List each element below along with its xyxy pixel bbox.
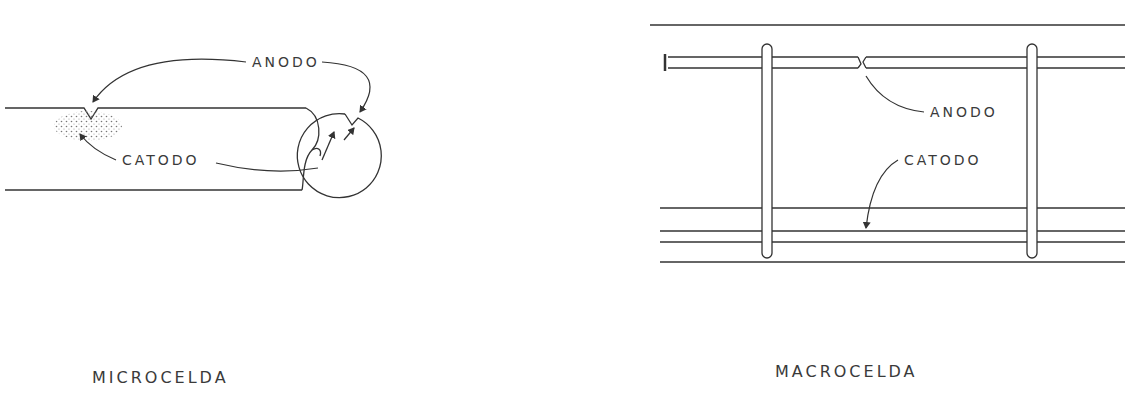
figure-caption: MACROCELDA bbox=[775, 362, 918, 381]
pipe-section bbox=[297, 114, 381, 198]
rebar-drawing bbox=[650, 25, 1125, 262]
anode-label: ANODO bbox=[930, 104, 998, 121]
corrosion-stipple bbox=[54, 111, 122, 141]
cathode-label: CATODO bbox=[122, 152, 200, 169]
anode-label: ANODO bbox=[252, 54, 320, 71]
figure-caption: MICROCELDA bbox=[92, 368, 229, 387]
leader-arrows bbox=[80, 59, 370, 171]
cathode-label: CATODO bbox=[904, 152, 982, 169]
pipe-drawing bbox=[5, 108, 321, 190]
